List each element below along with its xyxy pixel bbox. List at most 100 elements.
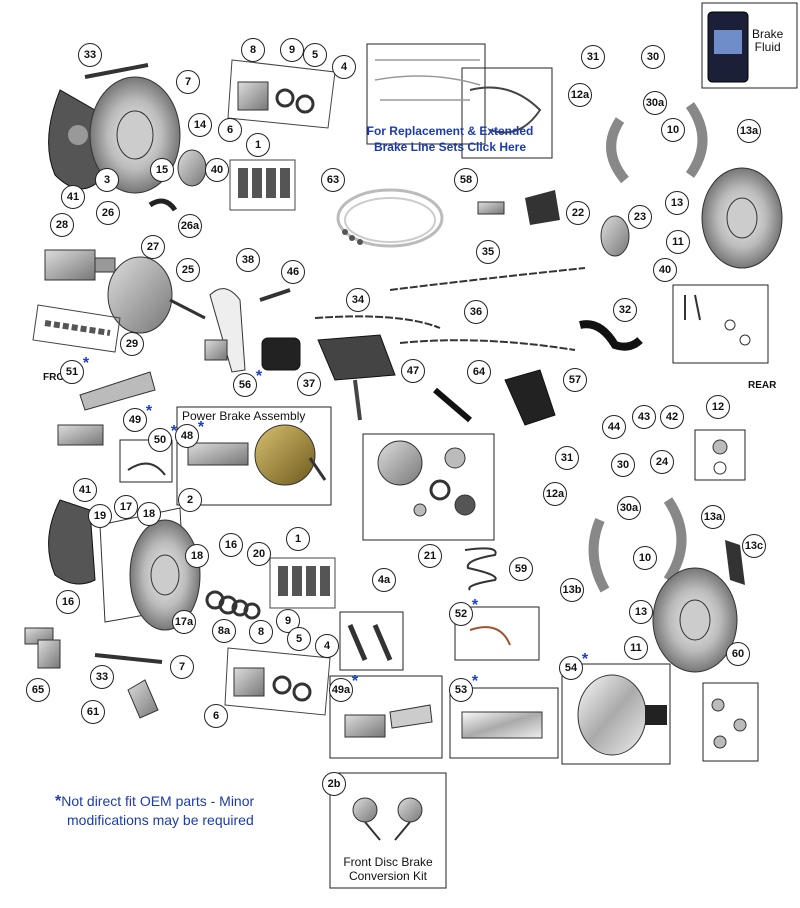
callout-50: 50 — [148, 428, 172, 452]
callout-35: 35 — [476, 240, 500, 264]
callout-11b: 11 — [624, 636, 648, 660]
drum-upper — [701, 167, 783, 269]
callout-13c: 13c — [742, 534, 766, 558]
hub-upper — [177, 149, 207, 187]
box-52 — [454, 606, 540, 661]
rod-33-lower — [94, 653, 163, 664]
caliper-box-lower — [224, 647, 331, 716]
callout-48: 48 — [175, 424, 199, 448]
bearing-set-20 — [205, 590, 261, 620]
callout-2b: 2b — [322, 772, 346, 796]
star-marker: * — [82, 355, 90, 372]
callout-5b: 5 — [287, 627, 311, 651]
callout-15: 15 — [150, 158, 174, 182]
callout-41b: 41 — [73, 478, 97, 502]
callout-1b: 1 — [286, 527, 310, 551]
brake-line-coil-63 — [336, 188, 444, 248]
box-60 — [702, 682, 759, 762]
star-marker: * — [471, 673, 479, 690]
callout-28: 28 — [50, 213, 74, 237]
callout-3: 3 — [95, 168, 119, 192]
callout-13_bot: 13 — [629, 600, 653, 624]
callout-5a: 5 — [303, 43, 327, 67]
lever-64 — [433, 387, 472, 423]
callout-38: 38 — [236, 248, 260, 272]
callout-9a: 9 — [280, 38, 304, 62]
callout-6b: 6 — [204, 704, 228, 728]
callout-12a_bot: 12a — [543, 482, 567, 506]
star-marker: * — [145, 403, 153, 420]
box-12 — [672, 284, 769, 364]
box-2b — [329, 772, 447, 889]
rear-label: REAR — [748, 380, 777, 391]
callout-13a_bot: 13a — [701, 505, 725, 529]
cable-35 — [389, 267, 586, 291]
callout-49: 49 — [123, 408, 147, 432]
callout-42: 42 — [660, 405, 684, 429]
callout-30b: 30 — [611, 453, 635, 477]
lever-13c — [725, 540, 745, 585]
spring-59 — [464, 547, 497, 591]
callout-21: 21 — [418, 544, 442, 568]
callout-16a: 16 — [219, 533, 243, 557]
master-cylinder-upper — [44, 249, 116, 281]
box-24 — [694, 429, 746, 481]
rotor-lower — [129, 519, 201, 631]
callout-54: 54 — [559, 656, 583, 680]
callout-13b: 13b — [560, 578, 584, 602]
cable-36 — [399, 339, 576, 351]
bolt-65 — [24, 627, 61, 669]
callout-56: 56 — [233, 373, 257, 397]
callout-12a_top: 12a — [568, 83, 592, 107]
power-brake-title: Power Brake Assembly — [182, 409, 306, 423]
callout-7a: 7 — [176, 70, 200, 94]
callout-19: 19 — [88, 504, 112, 528]
star-marker: * — [351, 673, 359, 690]
callout-4a: 4a — [372, 568, 396, 592]
box-53 — [449, 687, 559, 759]
callout-2: 2 — [178, 488, 202, 512]
callout-57: 57 — [563, 368, 587, 392]
callout-53: 53 — [449, 678, 473, 702]
box-brake-lines — [366, 43, 486, 145]
callout-61: 61 — [81, 700, 105, 724]
drum-lower — [652, 567, 738, 673]
callout-30a_bot: 30a — [617, 496, 641, 520]
callout-26a: 26a — [178, 214, 202, 238]
callout-26: 26 — [96, 201, 120, 225]
callout-6a: 6 — [218, 118, 242, 142]
star-marker: * — [471, 597, 479, 614]
callout-37: 37 — [297, 372, 321, 396]
hub-kit-21 — [377, 440, 476, 517]
callout-23: 23 — [628, 205, 652, 229]
callout-58: 58 — [454, 168, 478, 192]
star-marker: * — [197, 419, 205, 436]
box-50 — [119, 439, 173, 483]
callout-7b: 7 — [170, 655, 194, 679]
box-49a — [329, 675, 443, 759]
caliper-box-upper — [227, 59, 336, 129]
callout-49a: 49a — [329, 678, 353, 702]
fittings-58 — [477, 190, 560, 225]
brake-booster-upper — [107, 256, 206, 334]
callout-10b: 10 — [633, 546, 657, 570]
callout-32: 32 — [613, 298, 637, 322]
callout-27: 27 — [141, 235, 165, 259]
box-power-brake — [176, 406, 332, 506]
callout-44: 44 — [602, 415, 626, 439]
callout-11a: 11 — [666, 230, 690, 254]
callout-36: 36 — [464, 300, 488, 324]
callout-41a: 41 — [61, 185, 85, 209]
callout-10a: 10 — [661, 118, 685, 142]
hub-23 — [600, 215, 630, 257]
callout-31a: 31 — [581, 45, 605, 69]
callout-13a_top: 13a — [737, 119, 761, 143]
box-brake-fluid — [701, 2, 798, 89]
hose-26a — [148, 198, 178, 212]
star-marker: * — [170, 423, 178, 440]
callout-63: 63 — [321, 168, 345, 192]
callout-14: 14 — [188, 113, 212, 137]
callout-13_top: 13 — [665, 191, 689, 215]
